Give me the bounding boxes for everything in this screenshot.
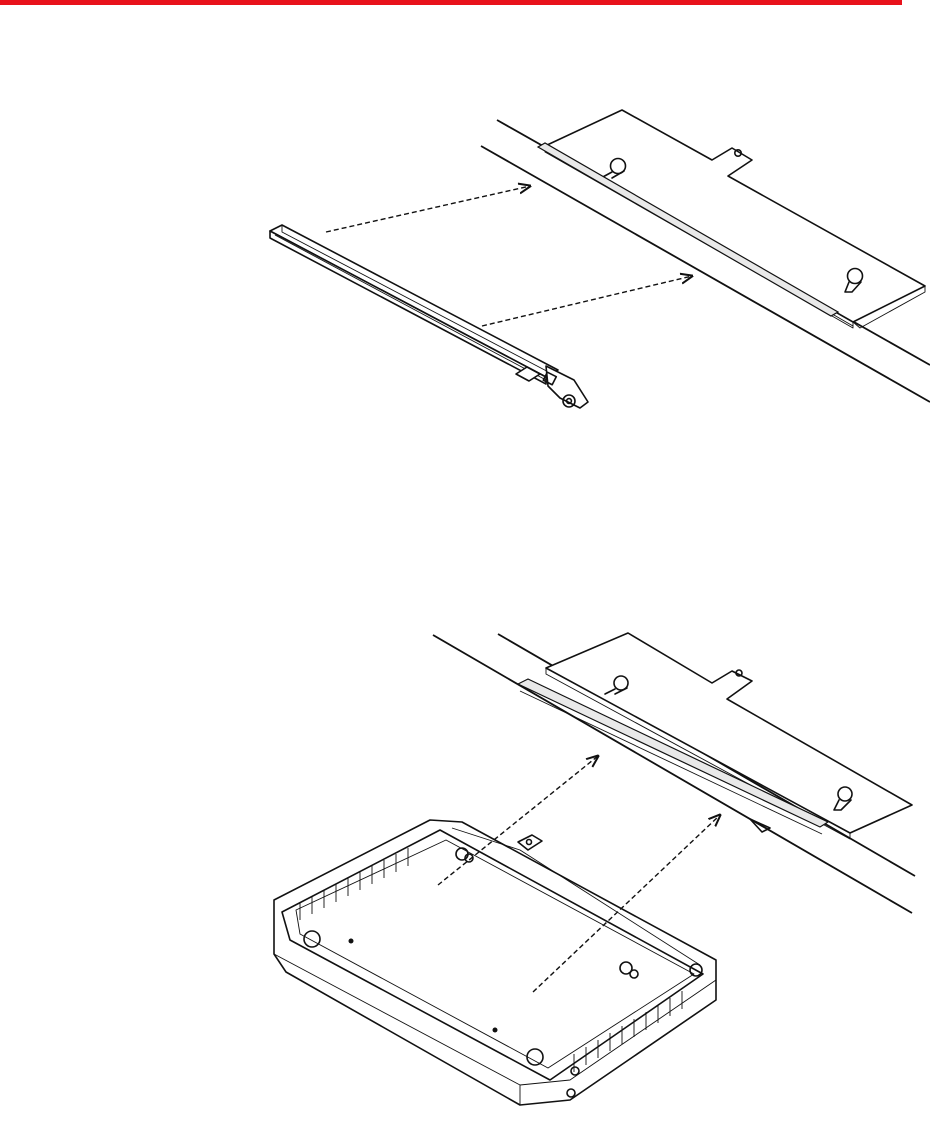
- mounting-bracket: [518, 633, 912, 839]
- mounting-bracket: [538, 110, 925, 328]
- step-2-illustration: [0, 560, 930, 1128]
- step-1-svg: [0, 0, 930, 460]
- device-enclosure: [274, 820, 716, 1105]
- step-1-illustration: [0, 0, 930, 460]
- insert-arrows: [326, 186, 692, 326]
- step-2-svg: [0, 560, 930, 1128]
- rail: [270, 225, 588, 408]
